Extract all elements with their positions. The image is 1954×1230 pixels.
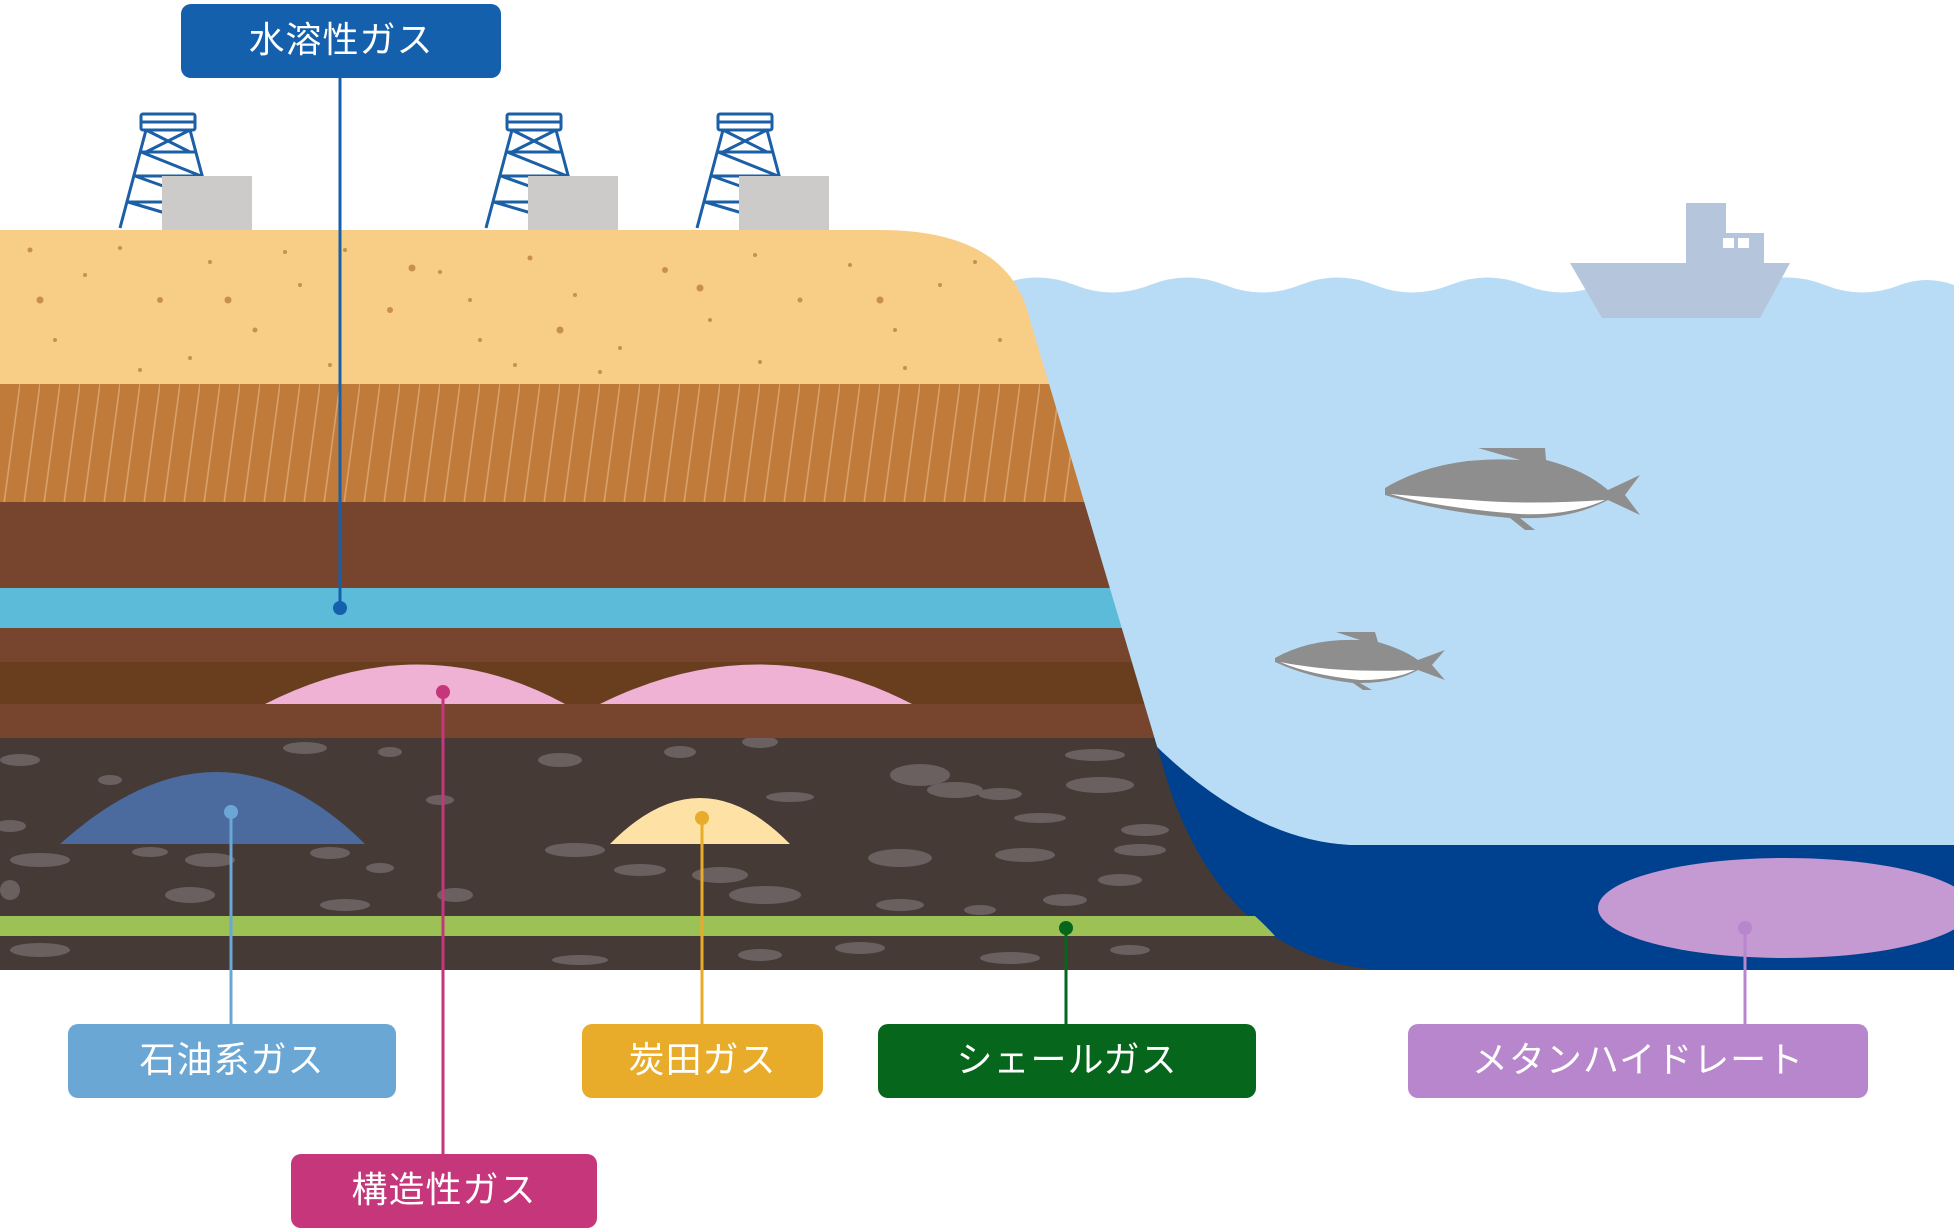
building-icon	[162, 176, 252, 230]
leader-lines	[229, 78, 1747, 1155]
structural-gas-label: 構造性ガス	[291, 1154, 597, 1228]
oil-associated-gas-label: 石油系ガス	[68, 1024, 396, 1098]
shale-gas-label: シェールガス	[878, 1024, 1256, 1098]
sand-speckles	[27, 246, 1002, 374]
sea	[1000, 277, 1954, 970]
structural-gas-pocket-right	[600, 664, 912, 704]
sand-layer	[0, 230, 1200, 384]
building-icon	[739, 176, 829, 230]
coal-field-gas-label: 炭田ガス	[582, 1024, 823, 1098]
structural-gas-pocket-left	[265, 664, 565, 704]
fish-icon	[1275, 632, 1445, 690]
brown-layer	[0, 502, 1200, 588]
shale-layer	[0, 916, 1275, 936]
leader-dots	[224, 601, 1752, 935]
fish-icon	[1385, 448, 1640, 530]
methane-hydrate-label: メタンハイドレート	[1408, 1024, 1868, 1098]
ship-icon	[1570, 203, 1790, 318]
water-soluble-gas-label: 水溶性ガス	[181, 4, 501, 78]
oil-gas-pocket	[60, 772, 365, 844]
aquifer-layer	[0, 588, 1200, 628]
pebbles	[0, 738, 1169, 965]
methane-hydrate-deposit	[1598, 858, 1954, 958]
building-icon	[528, 176, 618, 230]
